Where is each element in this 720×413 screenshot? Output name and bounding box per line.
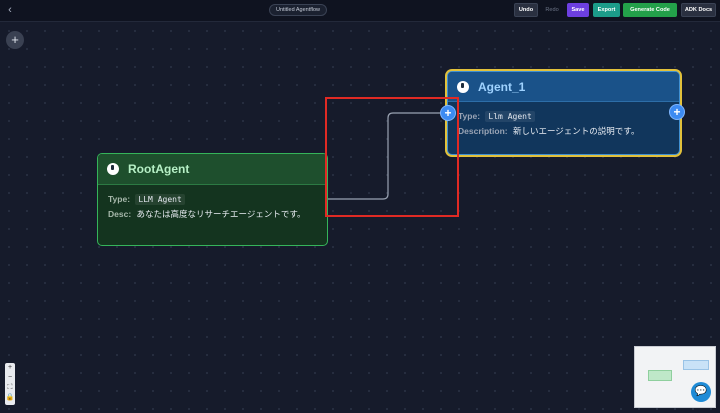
- export-button[interactable]: Export: [593, 3, 620, 17]
- description-label: Description:: [458, 126, 508, 136]
- type-label: Type:: [458, 111, 481, 121]
- fit-view-icon[interactable]: ⛶: [7, 384, 13, 391]
- root-agent-node[interactable]: RootAgent Type: LLM Agent Desc: あなたは高度なリ…: [97, 153, 328, 246]
- flow-title[interactable]: Untitled Agentflow: [269, 4, 327, 16]
- agent-icon: [457, 80, 469, 93]
- desc-row: Description: 新しいエージェントの説明です。: [458, 125, 669, 138]
- chevron-left-icon[interactable]: ‹: [8, 4, 12, 16]
- node-title: Agent_1: [478, 79, 526, 94]
- chat-bubble-icon[interactable]: 💬: [691, 382, 711, 402]
- agent-1-node[interactable]: Agent_1 Type: Llm Agent Description: 新しい…: [447, 71, 680, 155]
- node-body: Type: Llm Agent Description: 新しいエージェントの説…: [448, 102, 679, 148]
- node-header: RootAgent: [98, 154, 327, 185]
- minimap-agent-node: [683, 360, 709, 370]
- generate-code-button[interactable]: Generate Code: [623, 3, 677, 17]
- type-value: Llm Agent: [485, 111, 535, 122]
- type-label: Type:: [108, 194, 131, 204]
- minimap[interactable]: [634, 346, 716, 408]
- node-title: RootAgent: [128, 162, 190, 176]
- adk-docs-button[interactable]: ADK Docs: [681, 3, 716, 17]
- node-body: Type: LLM Agent Desc: あなたは高度なリサーチエージェントで…: [98, 185, 327, 231]
- zoom-out-icon[interactable]: −: [7, 374, 13, 381]
- type-row: Type: LLM Agent: [108, 193, 317, 206]
- desc-row: Desc: あなたは高度なリサーチエージェントです。: [108, 208, 317, 221]
- lock-icon[interactable]: 🔒: [5, 394, 15, 401]
- plus-icon[interactable]: +: [6, 31, 24, 49]
- description-value: 新しいエージェントの説明です。: [512, 126, 640, 136]
- agent-icon: [107, 163, 119, 175]
- save-button[interactable]: Save: [567, 3, 589, 17]
- zoom-in-icon[interactable]: +: [7, 364, 13, 371]
- minimap-root-node: [648, 370, 672, 381]
- desc-label: Desc:: [108, 209, 132, 219]
- flow-canvas[interactable]: + RootAgent Type: LLM Agent Desc: あなたは高度…: [0, 22, 720, 413]
- top-toolbar: ‹ Untitled Agentflow Undo Redo Save Expo…: [0, 0, 720, 22]
- node-header: Agent_1: [448, 72, 679, 102]
- highlight-box: [325, 97, 459, 217]
- output-handle-plus-icon[interactable]: +: [669, 104, 685, 120]
- desc-value: あなたは高度なリサーチエージェントです。: [136, 209, 306, 219]
- zoom-controls: + − ⛶ 🔒: [5, 363, 15, 405]
- input-handle-plus-icon[interactable]: +: [440, 105, 456, 121]
- redo-button[interactable]: Redo: [545, 7, 559, 13]
- type-value: LLM Agent: [135, 194, 185, 205]
- undo-button[interactable]: Undo: [514, 3, 538, 17]
- type-row: Type: Llm Agent: [458, 110, 669, 123]
